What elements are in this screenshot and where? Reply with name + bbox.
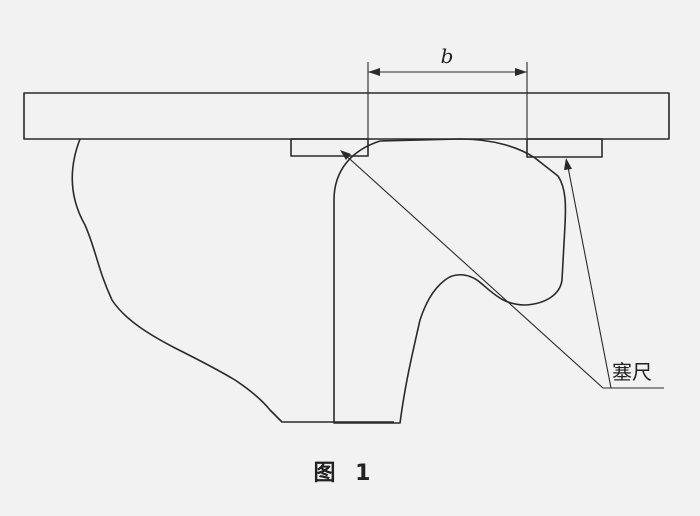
leader-line-left-gauge [341, 151, 604, 389]
leader-line-right-gauge [566, 161, 612, 389]
casting-break-line [71, 138, 394, 423]
dimension-label: b [441, 44, 454, 68]
leader-arrow-right-gauge [564, 158, 572, 170]
top-plate [23, 92, 670, 140]
leader-arrow-left-gauge [340, 150, 351, 160]
feeler-gauge-label: 塞尺 [612, 360, 652, 384]
dimension-arrow-right [515, 68, 527, 76]
guide-rail-section [333, 138, 567, 424]
left-feeler-strip [290, 138, 369, 157]
dimension-arrow-left [368, 68, 380, 76]
right-feeler-strip [526, 138, 603, 158]
figure-caption: 图 1 [314, 461, 377, 486]
